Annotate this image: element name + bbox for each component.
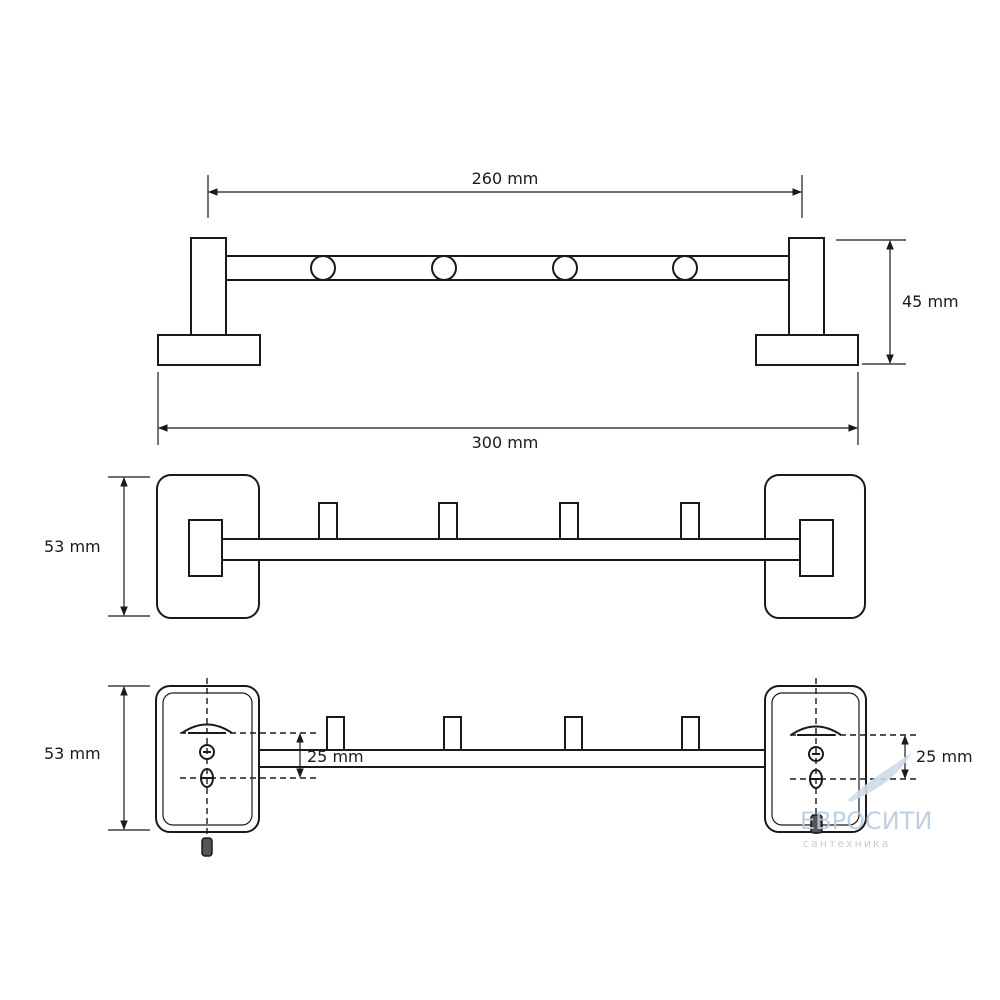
watermark-brand: ЕВРОСИТИ xyxy=(800,807,932,835)
back-bar xyxy=(258,749,766,768)
dim-label-45: 45 mm xyxy=(902,292,959,311)
left-screw-icon xyxy=(201,837,213,857)
front-hook-4 xyxy=(672,255,698,281)
plan-hook-1 xyxy=(318,502,338,540)
feather-icon xyxy=(848,752,912,802)
plan-hook-3 xyxy=(559,502,579,540)
back-hook-3 xyxy=(564,716,583,751)
front-hook-2 xyxy=(431,255,457,281)
plan-view: 53 mm xyxy=(44,474,866,619)
right-base xyxy=(755,334,859,366)
mount-view: 25 mm 25 mm 53 mm xyxy=(44,678,973,857)
plan-bar xyxy=(221,538,803,561)
left-base xyxy=(157,334,261,366)
right-post xyxy=(788,237,825,336)
back-hook-4 xyxy=(681,716,700,751)
plan-right-block xyxy=(799,519,834,577)
back-hook-2 xyxy=(443,716,462,751)
front-hook-3 xyxy=(552,255,578,281)
back-hook-1 xyxy=(326,716,345,751)
watermark-subtitle: сантехника xyxy=(803,837,890,850)
dim-label-300: 300 mm xyxy=(472,433,539,452)
watermark-logo: ЕВРОСИТИ сантехника xyxy=(800,752,932,850)
front-view: 260 mm 45 mm 300 mm xyxy=(157,169,959,452)
dim-label-53-mid: 53 mm xyxy=(44,537,101,556)
right-screw-icon xyxy=(810,814,823,834)
plan-left-block xyxy=(188,519,223,577)
plan-hook-4 xyxy=(680,502,700,540)
dim-label-25-right: 25 mm xyxy=(916,747,973,766)
dim-label-260: 260 mm xyxy=(472,169,539,188)
dim-label-53-bottom: 53 mm xyxy=(44,744,101,763)
front-hook-1 xyxy=(310,255,336,281)
dim-label-25-left: 25 mm xyxy=(307,747,364,766)
plan-hook-2 xyxy=(438,502,458,540)
left-post xyxy=(190,237,227,336)
